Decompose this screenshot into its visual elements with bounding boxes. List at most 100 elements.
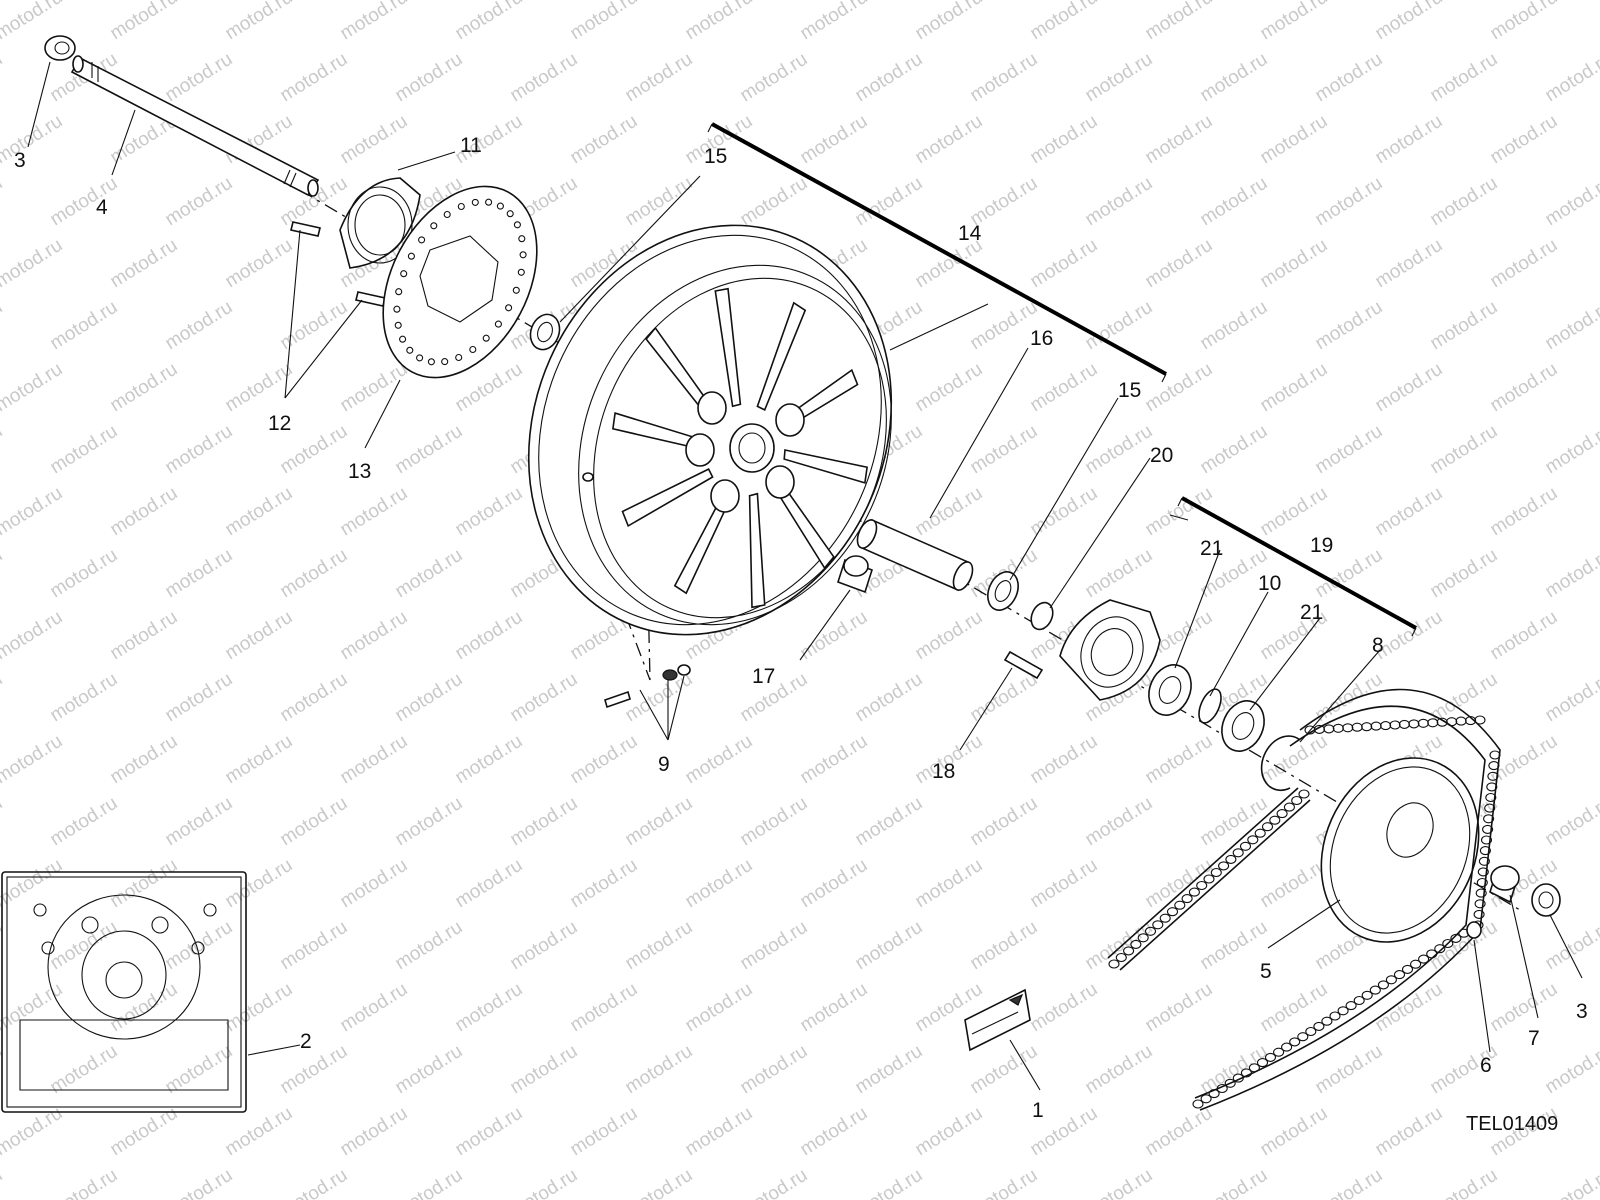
callout-3-right: 3 [1576,1000,1588,1023]
disc-hole [517,268,525,276]
chain-link [1298,789,1310,799]
callout-18: 18 [932,760,955,783]
chain-link [1137,933,1149,943]
chain-link [1313,1021,1325,1031]
callout-21-left: 21 [1200,537,1223,560]
disc-hole [457,202,465,211]
group-brackets [707,122,1417,637]
chain-link [1232,848,1244,858]
chain-link [1485,792,1497,803]
chain-link [1196,880,1208,891]
disc-hole [469,345,477,354]
disc-hole [513,221,521,229]
disc-hole [485,198,493,206]
chain-link [1488,761,1500,771]
chain-link [1159,913,1171,923]
callout-9: 9 [658,753,670,776]
callout-21-right: 21 [1300,601,1323,624]
callout-2: 2 [300,1030,312,1053]
chain-link [1483,814,1495,824]
callout-14: 14 [958,222,982,245]
spacer-part [837,555,873,594]
chain-link [1427,718,1439,728]
chain-link [1248,1063,1260,1073]
chain-link [1353,995,1365,1006]
chain-link [1166,907,1179,917]
disc-hole [518,235,526,243]
carrier-bearings-part [1148,664,1301,792]
chain-link [1434,944,1446,954]
disc-hole [400,270,408,278]
callout-8: 8 [1372,634,1384,657]
callout-17: 17 [752,665,775,688]
disc-hole [455,353,463,362]
disc-hole [443,210,451,219]
callout-7: 7 [1528,1027,1540,1050]
disc-hole [482,334,490,342]
chain-link [1281,1042,1293,1052]
chain-link [1486,782,1498,792]
chain-link [1225,854,1237,864]
spacer-tube-part [856,518,974,592]
disc-hole [494,320,502,328]
chain-link [1304,725,1316,735]
callout-20: 20 [1150,444,1173,467]
disc-hole [394,321,402,329]
chain-link [1216,1083,1228,1094]
chain-link [1273,1047,1285,1057]
callout-labels: 3 4 11 12 13 15 14 16 15 20 19 21 10 21 … [14,134,1588,1135]
chain-link [1401,964,1414,974]
sprocket-carrier-part [1059,599,1161,701]
chain-link [1130,939,1142,949]
chain-link [1478,856,1490,866]
chain-link [1450,933,1462,943]
chain-link [1377,980,1389,990]
chain-link [1289,1037,1301,1047]
chain-link [1473,909,1485,919]
chain-link [1484,803,1496,813]
disc-hole [416,354,424,362]
wheel-spoke [621,468,714,528]
chain-link [1123,946,1135,956]
drawing-code: TEL01409 [1466,1113,1558,1135]
disc-hole [406,346,414,354]
valve-part [604,664,691,709]
chain-link [1426,949,1438,959]
leader-lines [27,61,1583,1091]
chain-link [1247,835,1259,845]
disc-hole [427,358,435,366]
chain-link [1487,771,1499,781]
brake-disc-part [382,185,538,379]
axle-part [70,55,320,197]
chain-link [1480,835,1493,845]
chain-link [1240,1068,1252,1078]
disc-hole [512,286,520,294]
chain-link [1475,888,1487,898]
chain-link [1342,723,1354,733]
disc-hole [441,358,449,366]
chain-link [1477,867,1489,877]
chain-link [1389,720,1401,730]
chain-link [1321,1016,1333,1026]
wheel-spoke [756,301,807,411]
chain-link [1410,959,1422,969]
stud-part [1003,650,1044,680]
chain-link [1408,719,1420,729]
callout-3-top: 3 [14,149,26,172]
chain-link [1200,1094,1212,1104]
chain-link [1224,1078,1236,1088]
disc-hole [519,251,527,259]
chain-link [1174,900,1186,910]
chain-link [1361,722,1373,732]
chain-link [1479,846,1491,856]
disc-hole [393,305,401,313]
callout-19: 19 [1310,534,1333,557]
chain-link [1329,1011,1341,1021]
watermark-text: motod.ru [0,1165,6,1200]
chain-link [1269,815,1281,825]
chain-link [1446,717,1458,727]
chain-link [1264,1052,1277,1062]
chain-link [1476,877,1488,888]
bearing-part [529,313,561,351]
callout-12: 12 [268,412,291,435]
